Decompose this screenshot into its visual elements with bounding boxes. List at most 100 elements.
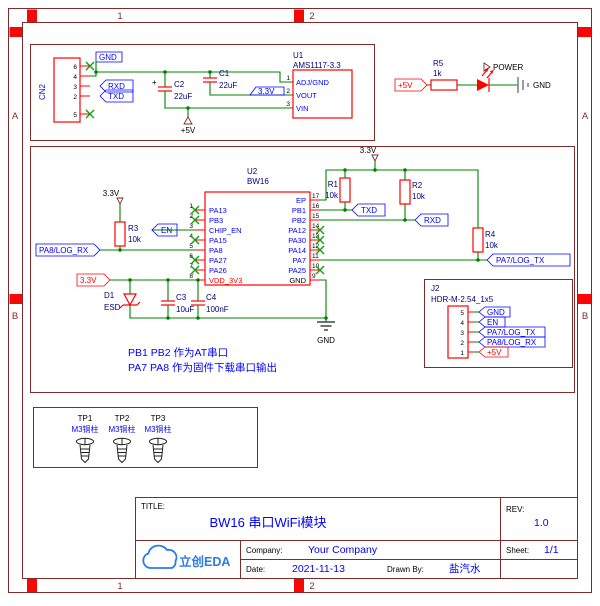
j2-net-label: PA7/LOG_TX bbox=[487, 328, 536, 337]
date-value[interactable]: 2021-11-13 bbox=[292, 563, 345, 575]
c2-ref-label: C2 bbox=[174, 80, 185, 89]
netflag-pa8-log-rx[interactable]: PA8/LOG_RX bbox=[35, 243, 101, 257]
powerflag-5v-led[interactable]: +5V bbox=[394, 78, 428, 92]
component-c3[interactable]: C3 10uF bbox=[161, 293, 194, 314]
u2-pin-number: 9 bbox=[312, 273, 316, 280]
j2-pin-number: 1 bbox=[460, 350, 464, 357]
component-r4[interactable]: R4 10k bbox=[472, 227, 499, 253]
u2-pin-number: 17 bbox=[312, 193, 320, 200]
j2-net-label: GND bbox=[487, 308, 505, 317]
component-u1[interactable]: U1 AMS1117-3.3 ADJ/GND VOUT VIN 1 2 3 bbox=[286, 51, 353, 119]
netflag-gnd-cn2[interactable]: GND bbox=[95, 51, 123, 63]
company-label: Company: bbox=[246, 546, 282, 555]
netflag-txd[interactable]: TXD bbox=[99, 89, 134, 103]
gnd-symbol-u2[interactable]: GND bbox=[317, 321, 335, 345]
r4-value-label: 10k bbox=[485, 241, 499, 250]
v33-net-label: 3.3V bbox=[103, 189, 120, 198]
powerflag-5v-bottom[interactable]: +5V bbox=[181, 116, 196, 135]
rxd-net-label: RXD bbox=[424, 216, 441, 225]
rev-value[interactable]: 1.0 bbox=[534, 517, 549, 529]
r5-ref-label: R5 bbox=[433, 59, 444, 68]
netflag-j2-gnd[interactable]: GND bbox=[478, 306, 511, 318]
frame-col-label: 2 bbox=[309, 581, 314, 592]
component-j2[interactable]: J2 HDR-M-2.54_1x5 5 4 3 2 1 GND EN PA7/L… bbox=[424, 279, 573, 368]
component-c1[interactable]: C1 22uF bbox=[203, 69, 237, 90]
u2-pin-name: PA7 bbox=[292, 256, 306, 265]
netflag-j2-pa8[interactable]: PA8/LOG_RX bbox=[478, 336, 546, 348]
date-label: Date: bbox=[246, 565, 265, 574]
u2-value-label: BW16 bbox=[247, 177, 269, 186]
component-c4[interactable]: C4 100nF bbox=[191, 293, 229, 314]
frame-row-label: B bbox=[12, 311, 18, 322]
gnd-symbol-led[interactable]: GND bbox=[517, 77, 551, 93]
mcu-section-box bbox=[30, 146, 575, 393]
powerflag-3v3-r3[interactable]: 3.3V bbox=[103, 189, 124, 206]
r5-value-label: 1k bbox=[433, 69, 442, 78]
cn2-pin-number: 3 bbox=[73, 84, 77, 91]
component-tp3[interactable]: TP3 M3铜柱 bbox=[144, 414, 172, 464]
j2-net-label: EN bbox=[487, 318, 498, 327]
power-net-label: POWER bbox=[493, 63, 523, 72]
r1-ref-label: R1 bbox=[328, 180, 339, 189]
netflag-power[interactable]: POWER bbox=[483, 62, 523, 72]
c1-value-label: 22uF bbox=[219, 81, 237, 90]
component-r2[interactable]: R2 10k bbox=[399, 179, 426, 205]
drawn-by-label: Drawn By: bbox=[387, 565, 424, 574]
c4-ref-label: C4 bbox=[206, 293, 217, 302]
netflag-txd-u2[interactable]: TXD bbox=[351, 203, 386, 217]
j2-pin-number: 5 bbox=[460, 310, 464, 317]
netflag-pa7-log-tx[interactable]: PA7/LOG_TX bbox=[486, 253, 571, 267]
component-r5[interactable]: R5 1k bbox=[430, 59, 458, 91]
r3-ref-label: R3 bbox=[128, 224, 139, 233]
title-label: TITLE: bbox=[141, 502, 165, 511]
component-led[interactable] bbox=[477, 68, 494, 92]
u2-pin-name: PB3 bbox=[209, 216, 223, 225]
netflag-j2-en[interactable]: EN bbox=[478, 316, 506, 328]
component-r1[interactable]: R1 10k bbox=[325, 177, 351, 203]
component-c2[interactable]: + C2 22uF bbox=[152, 78, 192, 101]
u2-pin-name: PB1 bbox=[292, 206, 306, 215]
cn2-pin-number: 4 bbox=[73, 74, 77, 81]
r2-ref-label: R2 bbox=[412, 181, 423, 190]
component-tp2[interactable]: TP2 M3铜柱 bbox=[108, 414, 136, 464]
r3-value-label: 10k bbox=[128, 235, 142, 244]
u2-pin-number: 5 bbox=[189, 243, 193, 250]
netflag-j2-pa7[interactable]: PA7/LOG_TX bbox=[478, 326, 546, 338]
netflag-rxd-u2[interactable]: RXD bbox=[414, 213, 449, 227]
sheet-title[interactable]: BW16 串口WiFi模块 bbox=[209, 515, 326, 530]
component-tp1[interactable]: TP1 M3铜柱 bbox=[71, 414, 99, 464]
netflag-3v3-vout[interactable]: 3.3V bbox=[249, 86, 285, 96]
power-section-box bbox=[30, 44, 375, 141]
powerflag-3v3-top[interactable]: 3.3V bbox=[360, 146, 379, 163]
component-u2[interactable]: U2 BW16 PA13 PB3 CHIP_EN PA15 PA8 PA27 P… bbox=[189, 167, 325, 286]
c3-ref-label: C3 bbox=[176, 293, 187, 302]
frame-marker bbox=[27, 9, 37, 22]
company-value[interactable]: Your Company bbox=[308, 544, 378, 556]
u2-pin-name: PA14 bbox=[288, 246, 306, 255]
netflag-j2-5v[interactable]: +5V bbox=[478, 346, 509, 358]
sheet-value[interactable]: 1/1 bbox=[544, 544, 559, 556]
drawn-by-value[interactable]: 盐汽水 bbox=[449, 562, 481, 575]
power-wires bbox=[89, 61, 294, 118]
frame-col-label: 1 bbox=[117, 11, 122, 22]
u2-ref-label: U2 bbox=[247, 167, 258, 176]
j2-pin-number: 2 bbox=[460, 340, 464, 347]
no-connect-x bbox=[190, 205, 325, 275]
u2-pin-number: 11 bbox=[312, 253, 319, 260]
schematic-note: PB1 PB2 作为AT串口 bbox=[128, 347, 228, 359]
c3-value-label: 10uF bbox=[176, 305, 194, 314]
rxd-net-label: RXD bbox=[108, 82, 125, 91]
powerflag-3v3-vdd[interactable]: 3.3V bbox=[76, 273, 111, 287]
u2-pin-name: CHIP_EN bbox=[209, 226, 242, 235]
r1-value-label: 10k bbox=[325, 191, 339, 200]
component-d1[interactable]: D1 ESD bbox=[104, 291, 141, 312]
u2-pin-number: 8 bbox=[189, 273, 193, 280]
component-r3[interactable]: R3 10k bbox=[114, 221, 142, 247]
screw-icon bbox=[76, 437, 94, 464]
pa8-net-label: PA8/LOG_RX bbox=[39, 246, 89, 255]
netflag-en[interactable]: EN bbox=[151, 223, 178, 237]
gnd-net-label: GND bbox=[533, 81, 551, 90]
component-cn2[interactable]: CN2 6 4 3 2 5 bbox=[38, 57, 95, 123]
